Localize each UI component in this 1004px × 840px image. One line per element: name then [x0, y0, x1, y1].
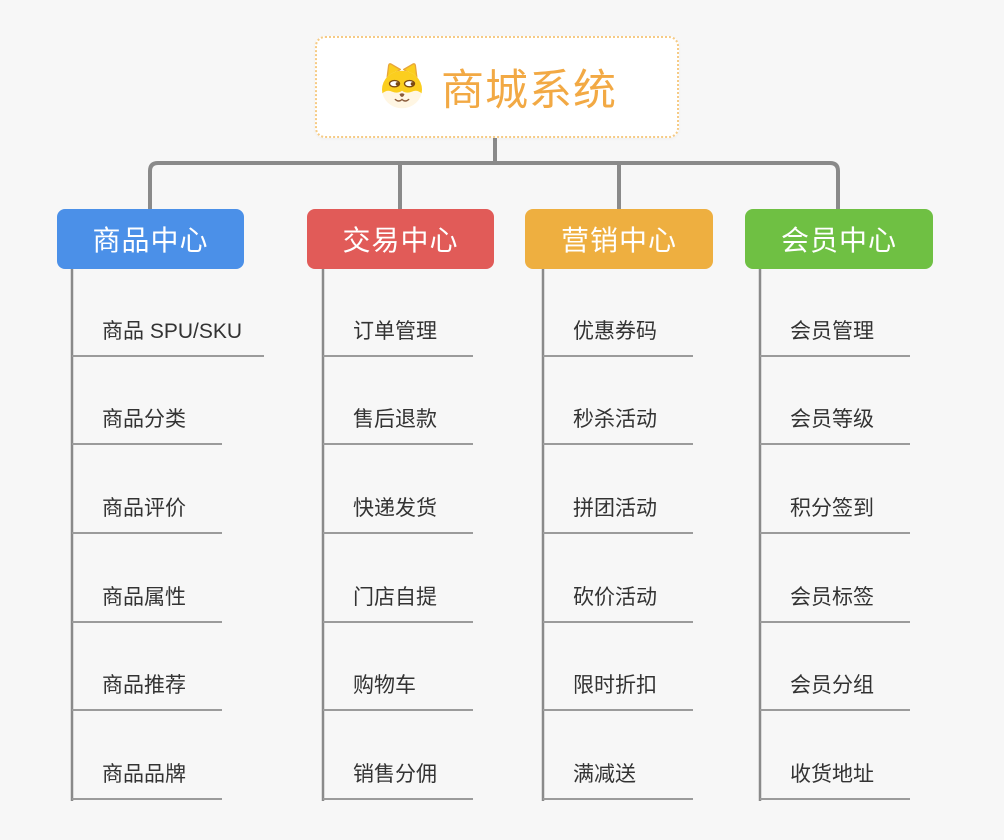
- leaf-node[interactable]: 满减送: [543, 711, 693, 801]
- branch-node-member-center[interactable]: 会员中心: [745, 209, 933, 269]
- leaf-label: 限时折扣: [573, 674, 657, 698]
- leaf-node[interactable]: 快递发货: [323, 445, 473, 535]
- branch-label: 商品中心: [92, 225, 209, 256]
- leaf-node[interactable]: 会员管理: [760, 268, 910, 357]
- leaf-node[interactable]: 拼团活动: [543, 445, 693, 535]
- leaf-node[interactable]: 秒杀活动: [543, 357, 693, 446]
- leaf-label: 商品推荐: [102, 674, 186, 698]
- leaf-label: 满减送: [573, 763, 636, 787]
- product-center-children: 商品 SPU/SKU 商品分类 商品评价 商品属性 商品推荐 商品品牌: [72, 268, 265, 801]
- leaf-label: 商品属性: [102, 585, 186, 609]
- branch-node-product-center[interactable]: 商品中心: [57, 209, 244, 269]
- leaf-node[interactable]: 商品推荐: [72, 623, 222, 712]
- leaf-label: 销售分佣: [353, 763, 437, 787]
- branch-node-marketing-center[interactable]: 营销中心: [525, 209, 713, 269]
- leaf-label: 门店自提: [353, 585, 437, 609]
- root-title: 商城系统: [441, 67, 617, 115]
- leaf-node[interactable]: 购物车: [323, 623, 473, 712]
- leaf-label: 积分签到: [790, 497, 874, 521]
- root-node[interactable]: 商城系统: [315, 36, 679, 138]
- dog-face-icon: [382, 63, 422, 109]
- leaf-node[interactable]: 会员分组: [760, 623, 910, 712]
- leaf-node[interactable]: 商品品牌: [72, 711, 222, 801]
- leaf-label: 快递发货: [353, 497, 437, 521]
- leaf-label: 商品品牌: [102, 763, 186, 787]
- leaf-label: 收货地址: [790, 763, 874, 787]
- bus-connector: [148, 161, 840, 210]
- leaf-node[interactable]: 商品分类: [72, 357, 222, 446]
- leaf-node[interactable]: 优惠券码: [543, 268, 693, 357]
- leaf-node[interactable]: 售后退款: [323, 357, 473, 446]
- leaf-label: 购物车: [353, 674, 416, 698]
- leaf-label: 优惠券码: [573, 319, 657, 343]
- leaf-node[interactable]: 门店自提: [323, 534, 473, 623]
- branch-label: 交易中心: [342, 225, 459, 256]
- leaf-label: 会员等级: [790, 408, 874, 432]
- leaf-node[interactable]: 收货地址: [760, 711, 910, 801]
- leaf-node[interactable]: 订单管理: [323, 268, 473, 357]
- leaf-node[interactable]: 限时折扣: [543, 623, 693, 712]
- leaf-label: 售后退款: [353, 408, 437, 432]
- member-center-children: 会员管理 会员等级 积分签到 会员标签 会员分组 收货地址: [760, 268, 910, 801]
- leaf-node[interactable]: 商品 SPU/SKU: [72, 268, 265, 357]
- branch-label: 会员中心: [780, 225, 897, 256]
- leaf-label: 会员标签: [790, 585, 874, 609]
- leaf-node[interactable]: 商品属性: [72, 534, 222, 623]
- leaf-label: 商品分类: [102, 408, 186, 432]
- leaf-node[interactable]: 积分签到: [760, 445, 910, 535]
- leaf-label: 商品评价: [102, 497, 186, 521]
- leaf-label: 砍价活动: [573, 585, 657, 609]
- leaf-label: 订单管理: [353, 319, 437, 343]
- leaf-label: 会员管理: [790, 319, 874, 343]
- trade-center-children: 订单管理 售后退款 快递发货 门店自提 购物车 销售分佣: [323, 268, 473, 801]
- leaf-label: 拼团活动: [573, 497, 657, 521]
- leaf-label: 会员分组: [790, 674, 874, 698]
- leaf-node[interactable]: 会员标签: [760, 534, 910, 623]
- leaf-node[interactable]: 会员等级: [760, 357, 910, 446]
- leaf-node[interactable]: 砍价活动: [543, 534, 693, 623]
- leaf-label: 秒杀活动: [573, 408, 657, 432]
- leaf-node[interactable]: 销售分佣: [323, 711, 473, 801]
- leaf-label: 商品 SPU/SKU: [102, 319, 243, 343]
- branch-label: 营销中心: [560, 225, 677, 256]
- marketing-center-children: 优惠券码 秒杀活动 拼团活动 砍价活动 限时折扣 满减送: [543, 268, 693, 801]
- leaf-node[interactable]: 商品评价: [72, 445, 222, 535]
- branch-node-trade-center[interactable]: 交易中心: [307, 209, 494, 269]
